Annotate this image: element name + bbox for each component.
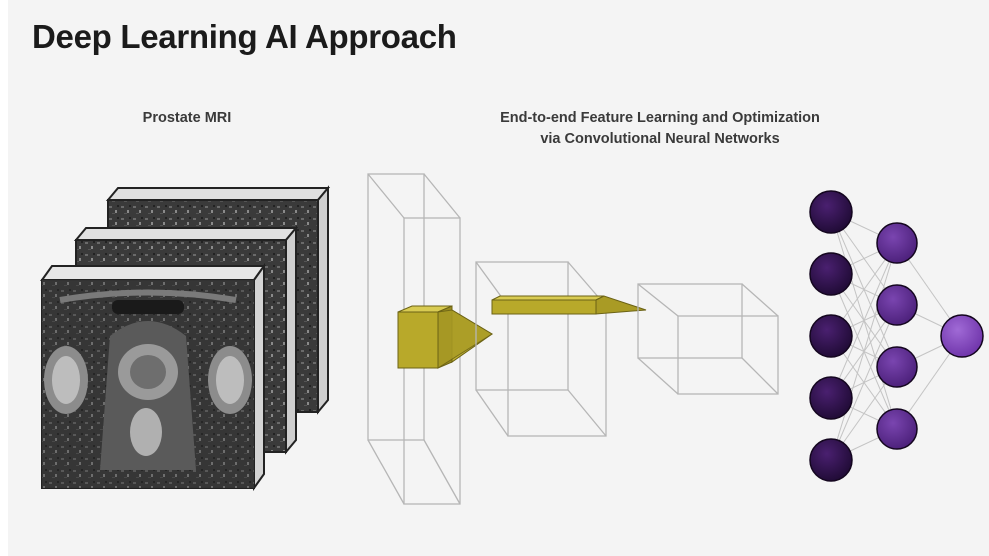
neuron-layer1-3 [809,314,853,358]
convolution-kernel-2 [491,295,647,315]
slide-left-edge [0,0,8,556]
slide-title: Deep Learning AI Approach [32,18,457,55]
neuron-layer3-1 [940,314,984,358]
neuron-layer1-1 [809,190,853,234]
neuron-layer2-2 [876,284,918,326]
prostate-mri-label: Prostate MRI [142,110,232,126]
convolution-kernel-1 [397,305,493,369]
connection-l1-5-1 [830,242,898,461]
network-neurons [809,190,984,482]
connection-l1-5-2 [830,304,898,461]
neuron-layer2-1 [876,222,918,264]
neuron-layer2-4 [876,408,918,450]
neuron-layer1-4 [809,376,853,420]
mri-anatomy-image [42,280,254,488]
cnn-feature-volume-3 [637,283,779,395]
neuron-layer1-5 [809,438,853,482]
mri-slice-front [40,262,266,492]
fully-connected-network [809,190,984,482]
connection-l1-4-1 [830,242,898,399]
cnn-description-line-2: via Convolutional Neural Networks [540,131,780,147]
cnn-description-line-1: End-to-end Feature Learning and Optimiza… [500,110,820,126]
neuron-layer2-3 [876,346,918,388]
cnn-description-label: End-to-end Feature Learning and Optimiza… [400,108,920,150]
neuron-layer1-2 [809,252,853,296]
cnn-feature-volume-2 [475,261,607,437]
